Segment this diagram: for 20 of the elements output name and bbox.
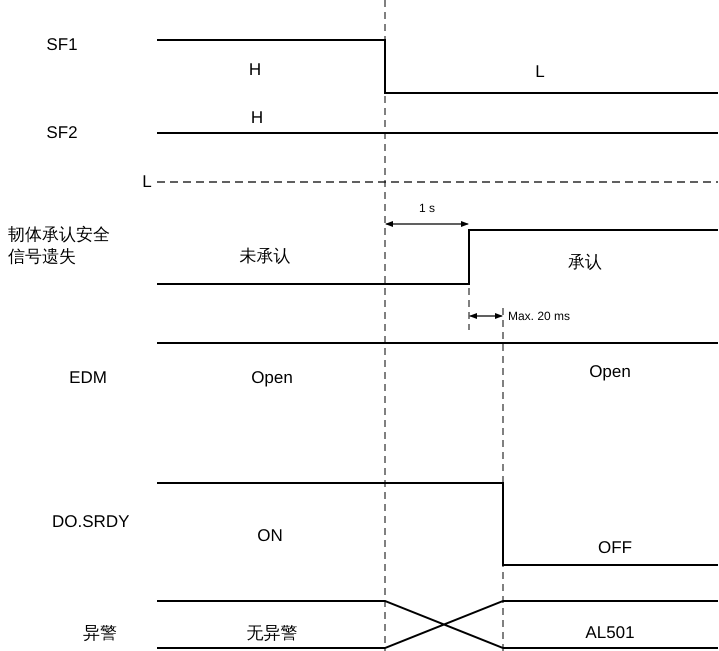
state-label: Open [251,368,293,388]
dimension-label: 1 s [419,201,435,215]
dimension-label: Max. 20 ms [508,309,570,323]
signal-name: DO.SRDY [52,512,130,532]
signal-name: 韧体承认安全信号遗失 [8,224,111,268]
signal-name: EDM [69,368,107,388]
state-label: H [250,108,264,128]
state-label: AL501 [585,623,635,643]
signal-level-label: L [142,172,152,192]
signal-name: SF1 [46,35,78,55]
state-label: ON [257,526,283,546]
state-label: 承认 [568,252,602,274]
state-label: OFF [598,538,632,558]
signal-name: SF2 [46,123,78,143]
signal-name: 异警 [83,622,117,644]
state-label: H [248,60,262,80]
state-label: L [535,62,545,82]
state-label: 未承认 [240,246,290,268]
state-label: 无异警 [246,622,298,644]
state-label: Open [589,362,631,382]
